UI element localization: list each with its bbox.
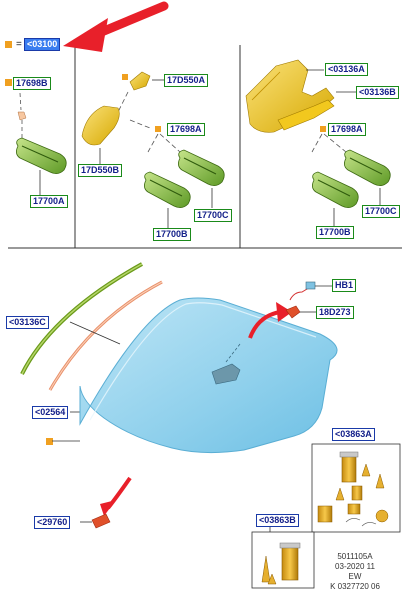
legend-equals: = bbox=[16, 39, 22, 50]
callout-03863b[interactable]: <03863B bbox=[256, 514, 299, 527]
section-dividers bbox=[8, 45, 402, 249]
legend-pointer-arrow bbox=[63, 1, 169, 52]
kit-box-03863b bbox=[251, 531, 315, 589]
footer-line-4: K 0327720 06 bbox=[330, 582, 380, 591]
callout-18d273[interactable]: 18D273 bbox=[316, 306, 354, 319]
callout-17d550b[interactable]: 17D550B bbox=[78, 164, 123, 177]
kit-box-03863a bbox=[311, 443, 401, 533]
callout-03863a[interactable]: <03863A bbox=[332, 428, 375, 441]
callout-02564[interactable]: <02564 bbox=[32, 406, 69, 419]
callout-17700c-mid[interactable]: 17700C bbox=[194, 209, 232, 222]
callout-17700b-mid[interactable]: 17700B bbox=[153, 228, 191, 241]
windshield-section bbox=[20, 262, 352, 532]
callout-03136b[interactable]: <03136B bbox=[356, 86, 399, 99]
callout-17698b[interactable]: 17698B bbox=[13, 77, 51, 90]
callout-03136c[interactable]: <03136C bbox=[6, 316, 49, 329]
legend-code[interactable]: <03100 bbox=[24, 38, 61, 51]
callout-17700c-right[interactable]: 17700C bbox=[362, 205, 400, 218]
footer-line-1: 5011105A bbox=[337, 552, 373, 561]
callout-17698a-right[interactable]: 17698A bbox=[328, 123, 366, 136]
section-2-mirror bbox=[81, 71, 225, 230]
callout-17700b-right[interactable]: 17700B bbox=[316, 226, 354, 239]
footer-line-3: EW bbox=[348, 572, 362, 581]
callout-29760[interactable]: <29760 bbox=[34, 516, 71, 529]
callout-03136a[interactable]: <03136A bbox=[325, 63, 368, 76]
callout-17700a[interactable]: 17700A bbox=[30, 195, 68, 208]
section-1-mirror bbox=[16, 92, 67, 196]
callout-17d550a[interactable]: 17D550A bbox=[164, 74, 209, 87]
footer-line-2: 03-2020 11 bbox=[335, 562, 375, 571]
section-3-mirror bbox=[245, 59, 391, 230]
orange-markers bbox=[5, 41, 326, 445]
callout-17698a-mid[interactable]: 17698A bbox=[167, 123, 205, 136]
callout-hb1[interactable]: HB1 bbox=[332, 279, 357, 292]
